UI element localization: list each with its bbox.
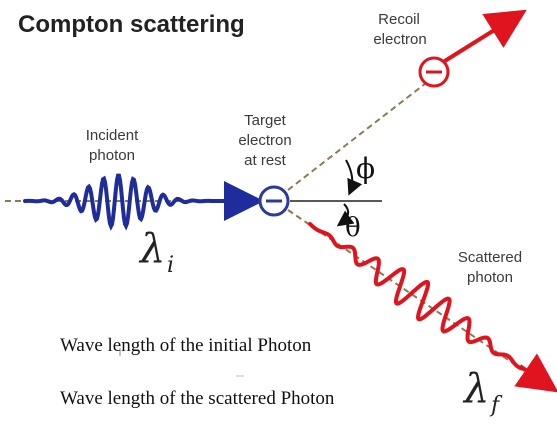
theta-symbol: θ: [345, 213, 361, 243]
target-electron-label-3: at rest: [244, 152, 287, 169]
scattered-photon-label-2: photon: [467, 269, 513, 286]
incident-photon-wave: [23, 173, 214, 231]
theta-angle-arc: [336, 203, 355, 227]
target-electron-label-2: electron: [238, 132, 291, 149]
scattered-path-line: [287, 209, 546, 386]
lambda-initial-symbol: λ: [138, 226, 165, 272]
lambda-final-symbol: λ: [462, 366, 489, 412]
incident-photon-label-1: Incident: [86, 127, 139, 144]
recoil-electron-label-2: electron: [373, 31, 426, 48]
lambda-final-subscript: f: [489, 393, 503, 418]
scattered-wavelength-caption: Wave length of the scattered Photon: [60, 388, 335, 409]
initial-wavelength-caption: Wave length of the initial Photon: [60, 335, 312, 356]
recoil-electron-arrow: [438, 9, 527, 66]
scattered-photon-label-1: Scattered: [458, 249, 522, 266]
target-electron-label-1: Target: [244, 112, 287, 129]
lambda-initial-subscript: i: [167, 253, 174, 278]
phi-angle-arc: [345, 159, 363, 196]
scattered-photon-wave: [308, 222, 524, 371]
scattered-photon-arrow: [514, 353, 557, 393]
incident-photon-label-2: photon: [89, 147, 135, 164]
recoil-electron-label-1: Recoil: [378, 11, 420, 28]
phi-symbol: ϕ: [356, 152, 375, 185]
diagram-title: Compton scattering: [18, 11, 245, 38]
